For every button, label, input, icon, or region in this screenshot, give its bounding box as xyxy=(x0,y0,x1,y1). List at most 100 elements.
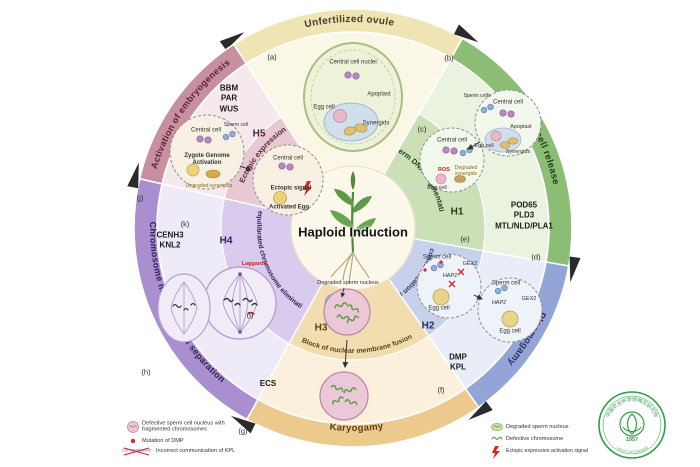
degraded-synergid-icon xyxy=(454,175,466,183)
label-synergids: Synergids xyxy=(505,148,531,155)
legend-item-degraded-sperm-nucleus: Degraded sperm nucleus xyxy=(506,423,569,430)
cycle-arrow-plasmogamy xyxy=(569,256,581,283)
label-laggards: Laggards xyxy=(241,260,267,267)
gene-label: MTL/NLD/PLA1 xyxy=(495,221,553,231)
h5-cell-lower xyxy=(252,144,324,216)
plant-stem xyxy=(351,191,355,253)
egg-cell-icon xyxy=(490,130,502,142)
plant-shoot xyxy=(350,171,356,190)
h5-cell-upper xyxy=(169,114,245,190)
pointer-line xyxy=(340,287,346,298)
gene-list-sperm-release: POD65 PLD3 MTL/NLD/PLA1 xyxy=(495,200,553,231)
panel-letter-g: (g) xyxy=(238,426,248,436)
cycle-arrow-chromosome xyxy=(231,415,256,434)
label-ectopic-signal: Ectopic signal xyxy=(270,185,312,192)
gene-label: WUS xyxy=(219,104,239,114)
plant-leaf xyxy=(353,218,376,236)
legend-item-dmp-mutation: Mutation of DMP xyxy=(142,437,184,444)
lightning-icon xyxy=(492,446,500,459)
synergid-icon xyxy=(354,123,368,133)
spindle-fibers xyxy=(170,281,198,335)
synergid-icon xyxy=(499,141,511,149)
lightning-icon xyxy=(303,181,312,196)
activated-egg-icon xyxy=(273,191,287,205)
legend-item-ectopic-signal: Ectopic expression activation signal xyxy=(506,448,588,455)
h3-cell-upper xyxy=(323,287,371,336)
legend-icon-communication-word: Communication xyxy=(122,447,152,453)
label-apoplast: Apoplast xyxy=(510,123,532,130)
panel-letter-e: (e) xyxy=(460,234,470,244)
arrow-h3 xyxy=(342,339,349,368)
ring-layer: Unfertilized ovuleSperm cell releaseSper… xyxy=(0,0,581,448)
label-gex2: GEX2 xyxy=(521,295,537,302)
h3-cell-lower xyxy=(319,371,369,421)
panel-letter-c: (c) xyxy=(417,124,427,134)
legend-item-kpl-communication: Incorrect communication of KPL xyxy=(156,447,236,454)
cycle-arrow-karyogamy xyxy=(468,401,493,420)
label-apoplast: Apoplast xyxy=(367,91,391,98)
cycle-arrow-embryogenesis xyxy=(127,162,139,189)
label-sperm-cell: Sperm cell xyxy=(223,122,249,129)
label-hap2: HAP2 xyxy=(442,272,458,279)
logo-inner-ring xyxy=(602,395,662,455)
plant-illustration xyxy=(330,171,376,284)
gene-list-chromosome: CENH3 KNL2 xyxy=(156,231,183,252)
h4-cell-right xyxy=(203,266,277,340)
h4-cell-left xyxy=(157,273,211,343)
stage-label-h2: H2 xyxy=(421,320,435,332)
arrow-h1 xyxy=(467,141,481,150)
label-central-cell: Central cell xyxy=(190,127,222,134)
logo-outer-ring xyxy=(598,391,666,459)
egg-cell-icon xyxy=(435,173,447,185)
chromosomes xyxy=(223,297,258,306)
chromosomes xyxy=(172,302,196,311)
degraded-synergid-icon xyxy=(205,169,221,179)
panel-letter-j: (j) xyxy=(136,193,144,203)
panel-letter-h: (h) xyxy=(141,367,151,377)
label-activated-egg: Activated Egg xyxy=(268,204,310,211)
logo-year: 1957 xyxy=(625,436,639,443)
sperm-nucleus xyxy=(319,371,369,421)
stage-label-h3: H3 xyxy=(314,322,328,334)
label-egg-cell: Egg cell xyxy=(499,328,521,335)
label-egg-cell: Egg cell xyxy=(428,305,450,312)
label-zygote-genome-activation: Zygote Genome Activation xyxy=(184,153,230,166)
egg-cell-icon xyxy=(333,109,347,123)
label-synergids: Synergids xyxy=(362,120,390,127)
section-title-karyogamy: Karyogamy xyxy=(329,421,384,434)
ovule-cell xyxy=(303,42,403,152)
label-degraded-synergids: Degraded synergids xyxy=(454,165,478,177)
label-degraded-sperm-nucleus: Degraded sperm nucleus xyxy=(317,279,379,286)
plant-leaf xyxy=(330,210,353,228)
label-sperm-cell: Sperm cell xyxy=(491,280,521,287)
sperm-nucleus xyxy=(323,288,371,336)
crossed-communication-icon xyxy=(123,447,150,456)
logo-emblem xyxy=(619,411,645,437)
label-egg-cell: Egg cell xyxy=(313,104,335,111)
panel-letter-k: (k) xyxy=(180,219,190,229)
arrow-h5 xyxy=(239,165,252,172)
panel-letter-b: (b) xyxy=(444,53,454,63)
panel-letter-i: (i) xyxy=(246,310,254,320)
cycle-arrow-unfertilized xyxy=(219,32,245,51)
label-ros: ROS xyxy=(438,166,450,173)
cycle-arrow-sperm_release xyxy=(453,24,479,43)
label-sperm-cells: Sperm cells xyxy=(463,93,491,100)
gene-label: KPL xyxy=(450,363,466,372)
label-degraded-synergids: Degraded synergids xyxy=(185,183,233,190)
label-hap2: HAP2 xyxy=(491,299,507,306)
gene-label: PAR xyxy=(220,93,238,103)
spindle-pole xyxy=(238,272,242,276)
h2-cell-lower xyxy=(477,277,543,343)
label-central-cell: Central cell xyxy=(436,137,468,144)
blocked-cross-icon xyxy=(448,280,456,288)
gene-list-plasmogamy: DMP KPL xyxy=(449,353,467,374)
label-egg-cell: Egg cell xyxy=(427,184,447,191)
legend-item-defective-nucleus: Defective sperm cell nucleus with fragme… xyxy=(142,420,225,433)
gene-list-karyogamy: ECS xyxy=(260,379,276,389)
page-title: Haploid Induction xyxy=(298,224,408,240)
plant-leaf xyxy=(353,196,372,213)
panel-letter-d: (d) xyxy=(531,252,541,262)
panel-letter-a: (a) xyxy=(267,52,277,62)
